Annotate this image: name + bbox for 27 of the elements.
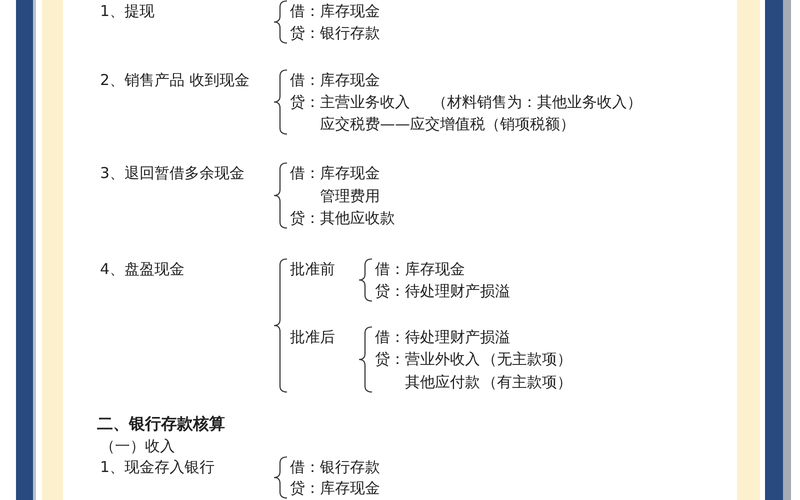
subheading: （一）收入 [100,436,175,456]
stage-label: 批准后 [290,327,335,347]
section-heading: 二、银行存款核算 [97,414,225,434]
entry-text: 借：待处理财产损溢 [375,327,510,347]
note-text: （无主款项） [482,349,572,369]
entry-text: 借：库存现金 [290,70,380,90]
item-heading: 2、销售产品 收到现金 [100,70,250,90]
entry-text: 管理费用 [320,186,380,206]
note-text: （材料销售为：其他业务收入） [432,92,642,112]
entry-text: 应交税费——应交增值税（销项税额） [320,114,575,134]
entry-text: 贷：待处理财产损溢 [375,281,510,301]
stage-label: 批准前 [290,259,335,279]
entry-text: 借：银行存款 [290,457,380,477]
entry-text: 借：库存现金 [290,163,380,183]
entry-text: 贷：营业外收入 [375,349,480,369]
entry-text: 其他应付款 [405,372,480,392]
entry-text: 借：库存现金 [375,259,465,279]
item-heading: 1、提现 [100,1,155,21]
item-heading: 3、退回暂借多余现金 [100,163,245,183]
entry-text: 贷：主营业务收入 [290,92,410,112]
item-heading: 1、现金存入银行 [100,457,215,477]
entry-text: 贷：库存现金 [290,478,380,498]
entry-text: 贷：其他应收款 [290,208,395,228]
entry-text: 借：库存现金 [290,1,380,21]
entry-text: 贷：银行存款 [290,23,380,43]
note-text: （有主款项） [482,372,572,392]
item-heading: 4、盘盈现金 [100,259,185,279]
